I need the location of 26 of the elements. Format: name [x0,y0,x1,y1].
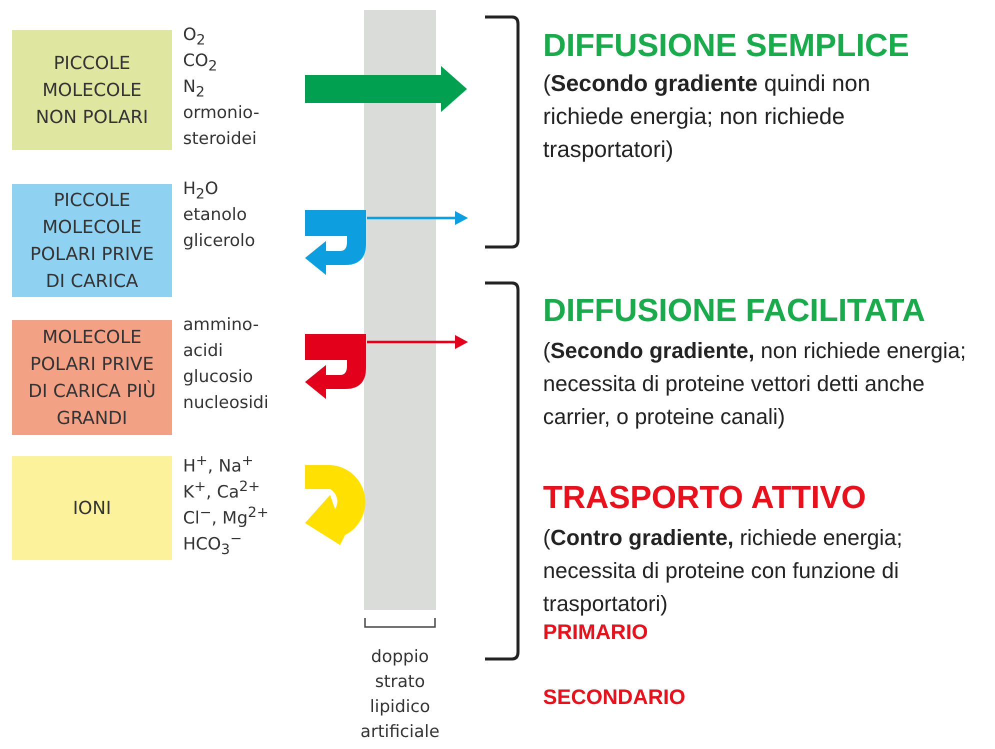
molecule-label: nucleosidi [183,392,269,415]
molecule-label: H$^{+}$, Na$^{+}$ [183,452,254,479]
molecule-label: H$_{2}$O [183,178,218,204]
heading: DIFFUSIONE SEMPLICE [543,26,910,64]
membrane-band [364,10,436,610]
molecule-label: ormonio- steroidei [183,102,260,151]
description-text: (Secondo gradiente, non richiede energia; necessita di proteine vettori detti anche carrier, o proteine canali) [543,337,968,431]
molecule-label: O$_{2}$ [183,24,206,50]
category-box: PICCOLE MOLECOLE NON POLARI [12,30,172,150]
description-text: (Contro gradiente, richiede energia; necessita di proteine con funzione di trasportatori) [543,524,904,618]
molecule-label: Cl$^{−}$, Mg$^{2+}$ [183,504,269,531]
category-box: MOLECOLE POLARI PRIVE DI CARICA PIÙ GRANDI [12,320,172,435]
membrane-caption: doppio strato lipidico artificiale [359,646,441,744]
subheading: SECONDARIO [543,685,686,711]
molecule-label: N$_{2}$ [183,76,205,102]
molecule-label: etanolo [183,204,247,227]
molecule-label: glucosio [183,366,254,389]
category-box: PICCOLE MOLECOLE POLARI PRIVE DI CARICA [12,184,172,297]
heading: DIFFUSIONE FACILITATA [543,291,926,329]
molecule-label: CO$_{2}$ [183,50,218,76]
subheading: PRIMARIO [543,620,649,646]
molecule-label: K$^{+}$, Ca$^{2+}$ [183,478,260,505]
molecule-label: glicerolo [183,230,256,253]
category-box: IONI [12,456,172,560]
description-text: (Secondo gradiente quindi non richiede energia; non richiede trasportatori) [543,69,872,164]
heading: TRASPORTO ATTIVO [543,478,867,516]
